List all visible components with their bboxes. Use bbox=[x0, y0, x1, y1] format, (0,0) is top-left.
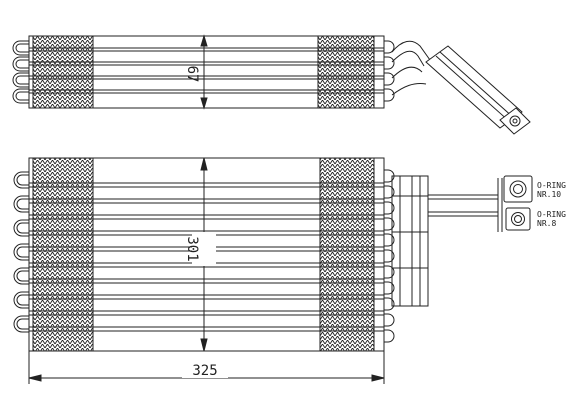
dim-arrow-top bbox=[200, 157, 208, 171]
dim-arrow-right bbox=[371, 374, 385, 382]
front-view-fin-block-right bbox=[319, 157, 375, 352]
top-view-return-bends-left bbox=[12, 40, 29, 104]
front-view bbox=[13, 157, 533, 384]
top-view-fin-block-right bbox=[317, 35, 375, 109]
dim-arrow-top bbox=[200, 34, 208, 47]
oring-fitting-small bbox=[505, 207, 531, 231]
front-view-fin-block-left bbox=[32, 157, 94, 352]
dim-label-background bbox=[182, 364, 228, 378]
top-view-pipe-fitting bbox=[391, 40, 531, 135]
front-view-outlet-pipes bbox=[428, 178, 503, 232]
front-view-return-bends-left bbox=[13, 171, 29, 333]
oring-label-large-line1: O-RING bbox=[537, 181, 566, 190]
oring-fitting-large bbox=[503, 175, 533, 203]
oring-label-large-line2: NR.10 bbox=[537, 190, 561, 199]
dim-label-height-front: 301 bbox=[184, 236, 200, 261]
top-view-tubes bbox=[29, 47, 384, 94]
top-view-core-outline bbox=[28, 35, 385, 109]
oring-label-small-line1: O-RING bbox=[537, 210, 566, 219]
front-view-side-manifold bbox=[391, 175, 429, 307]
front-view-tubes bbox=[29, 182, 384, 332]
oring-label-large: O-RING NR.10 bbox=[537, 181, 566, 199]
dim-arrow-left bbox=[28, 374, 42, 382]
front-view-return-bends-right bbox=[384, 169, 395, 343]
dim-arrow-bottom bbox=[200, 338, 208, 352]
oring-label-small: O-RING NR.8 bbox=[537, 210, 566, 228]
top-view bbox=[12, 34, 531, 135]
dim-label-background bbox=[192, 232, 216, 266]
oring-label-small-line2: NR.8 bbox=[537, 219, 556, 228]
dim-label-width: 325 bbox=[192, 363, 217, 379]
top-view-fin-block-left bbox=[32, 35, 94, 109]
dim-arrow-bottom bbox=[200, 97, 208, 110]
top-view-return-bends-right bbox=[384, 40, 395, 102]
dim-label-height-top: 67 bbox=[184, 66, 200, 83]
front-view-core-outline bbox=[28, 157, 385, 352]
